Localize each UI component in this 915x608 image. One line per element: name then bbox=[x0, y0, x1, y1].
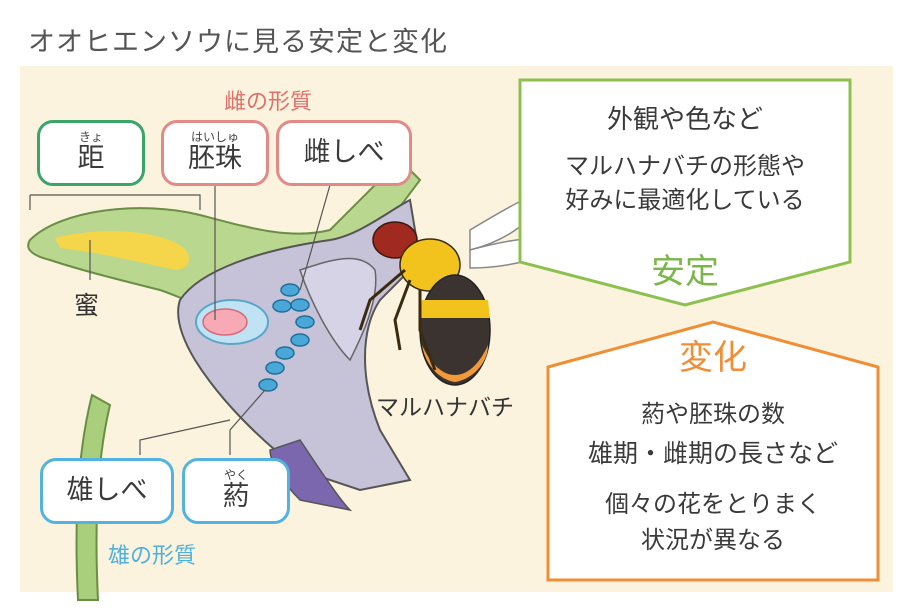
spur-ruby: きょ bbox=[78, 130, 103, 144]
ovule-box: はいしゅ 胚珠 bbox=[161, 120, 269, 186]
ovule-label: 胚珠 bbox=[188, 143, 242, 174]
anther-label: 葯 bbox=[222, 481, 250, 512]
stable-line-1: 外観や色など bbox=[606, 105, 763, 135]
anther-cluster bbox=[258, 283, 315, 392]
change-line-3: 個々の花をとりまく bbox=[605, 490, 821, 518]
anther-ruby: やく bbox=[223, 468, 248, 482]
change-frame bbox=[546, 320, 880, 582]
stamen-label: 雄しべ bbox=[66, 475, 148, 506]
nectar-label: 蜜 bbox=[74, 291, 100, 320]
page-title: オオヒエンソウに見る安定と変化 bbox=[28, 27, 448, 58]
stable-heading: 安定 bbox=[651, 252, 719, 292]
change-line-4: 状況が異なる bbox=[641, 526, 785, 554]
leader-lines bbox=[29, 180, 331, 455]
spur-box: きょ 距 bbox=[37, 120, 145, 186]
female-traits-label: 雌の形質 bbox=[224, 90, 313, 115]
change-heading: 変化 bbox=[679, 338, 747, 378]
inner-petal bbox=[299, 257, 377, 362]
male-traits-label: 雄の形質 bbox=[108, 544, 197, 569]
change-line-1: 葯や胚珠の数 bbox=[641, 400, 785, 428]
nectar-shape bbox=[55, 231, 190, 270]
stable-line-2: マルハナバチの形態や bbox=[565, 152, 805, 180]
stamen-box: 雄しべ bbox=[40, 458, 174, 524]
stable-line-3: 好みに最適化している bbox=[565, 186, 805, 214]
bee-label: マルハナバチ bbox=[376, 395, 514, 421]
bumblebee bbox=[358, 193, 561, 386]
spur-label: 距 bbox=[77, 143, 105, 174]
pistil-label: 雌しべ bbox=[303, 137, 385, 168]
ovule-cluster bbox=[202, 308, 248, 336]
change-line-2: 雄期・雌期の長さなど bbox=[587, 439, 838, 468]
pistil-box: 雌しべ bbox=[276, 120, 412, 186]
ovule-ruby: はいしゅ bbox=[190, 130, 239, 144]
stable-frame bbox=[518, 78, 852, 307]
anther-box: やく 葯 bbox=[182, 458, 290, 524]
